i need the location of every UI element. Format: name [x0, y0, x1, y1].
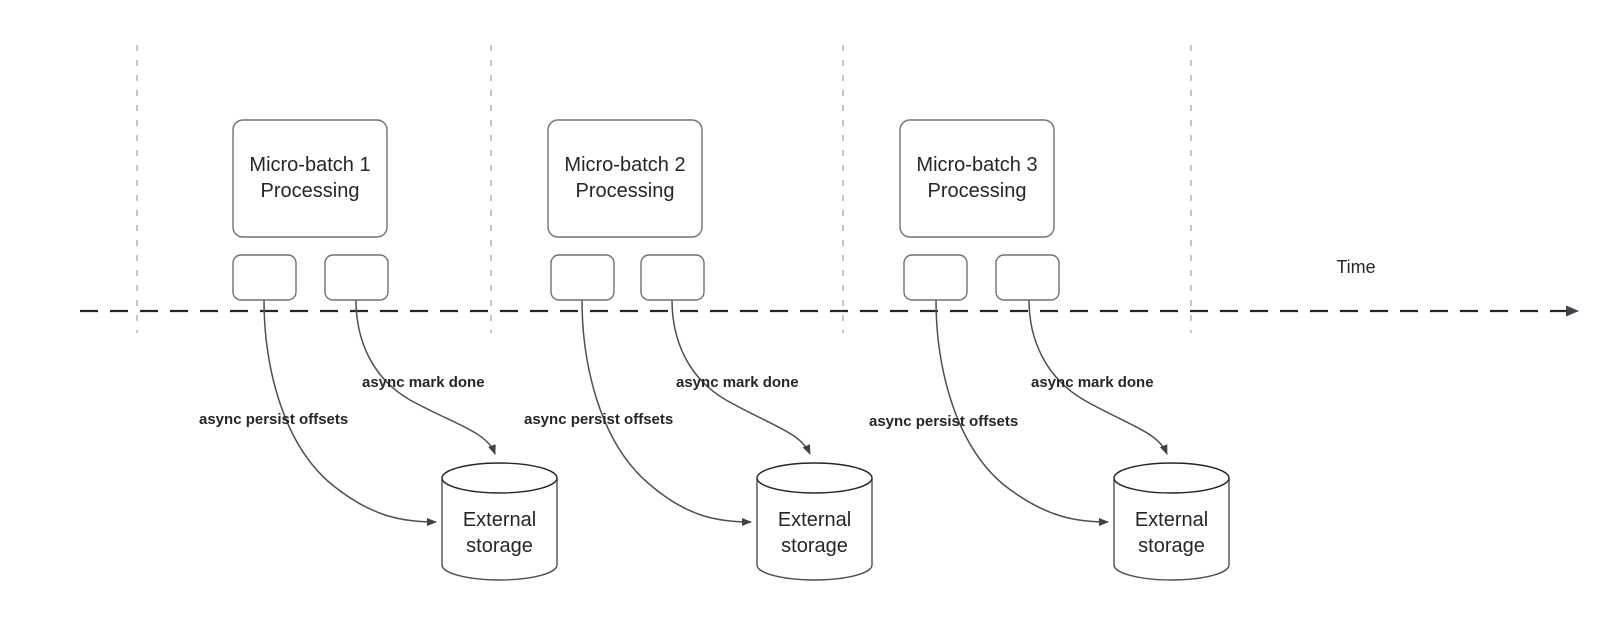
- batch-3-edge-label-2: async mark done: [1031, 374, 1154, 391]
- batch-3-process-label-line1: Micro-batch 3: [916, 154, 1037, 176]
- batch-3-edge-1: [935, 299, 1109, 526]
- batch-3-task-box-1[interactable]: [903, 254, 968, 301]
- batch-2-group: async persist offsets async mark done Micr…: [524, 119, 873, 581]
- batch-2-process-label-line1: Micro-batch 2: [564, 154, 685, 176]
- batch-1-storage-label-line1: External: [463, 509, 536, 531]
- time-axis-label: Time: [1336, 257, 1375, 277]
- batch-3-edge-2: [1028, 299, 1168, 455]
- batch-3-process-box[interactable]: [899, 119, 1055, 238]
- batch-1-edge-2: [355, 299, 496, 455]
- batch-1-task-box-1[interactable]: [232, 254, 297, 301]
- batch-groups: async persist offsets async mark done Micr…: [199, 119, 1230, 581]
- batch-2-task-box-1[interactable]: [550, 254, 615, 301]
- batch-2-storage-body[interactable]: [756, 478, 873, 581]
- batch-1-storage-label-line2: storage: [466, 535, 533, 557]
- batch-1-storage-top: [441, 462, 558, 494]
- batch-3-process-label-line2: Processing: [928, 180, 1027, 202]
- batch-2-edge-1: [581, 299, 752, 526]
- batch-1-process-label-line2: Processing: [261, 180, 360, 202]
- batch-2-process-label-line2: Processing: [576, 180, 675, 202]
- batch-3-storage-top: [1113, 462, 1230, 494]
- time-axis: Time: [80, 257, 1579, 317]
- batch-1-edge-label-1: async persist offsets: [199, 411, 348, 428]
- batch-3-group: async persist offsets async mark done Micr…: [869, 119, 1230, 581]
- batch-2-storage-top: [756, 462, 873, 494]
- batch-3-task-box-2[interactable]: [995, 254, 1060, 301]
- batch-2-task-box-2[interactable]: [640, 254, 705, 301]
- batch-3-edge-label-1: async persist offsets: [869, 413, 1018, 430]
- batch-3-storage-label-line1: External: [1135, 509, 1208, 531]
- batch-1-storage-body[interactable]: [441, 478, 558, 581]
- batch-2-storage-label-line1: External: [778, 509, 851, 531]
- batch-1-edge-1: [263, 299, 437, 526]
- batch-3-storage-label-line2: storage: [1138, 535, 1205, 557]
- batch-3-storage-body[interactable]: [1113, 478, 1230, 581]
- batch-2-edge-label-1: async persist offsets: [524, 411, 673, 428]
- batch-2-edge-label-2: async mark done: [676, 374, 799, 391]
- batch-1-task-box-2[interactable]: [324, 254, 389, 301]
- batch-2-process-box[interactable]: [547, 119, 703, 238]
- batch-1-edge-label-2: async mark done: [362, 374, 485, 391]
- batch-2-storage-label-line2: storage: [781, 535, 848, 557]
- batch-1-process-box[interactable]: [232, 119, 388, 238]
- timeline-tick-lines: [136, 45, 1192, 333]
- batch-1-group: async persist offsets async mark done Micr…: [199, 119, 558, 581]
- batch-1-process-label-line1: Micro-batch 1: [249, 154, 370, 176]
- batch-2-edge-2: [671, 299, 811, 455]
